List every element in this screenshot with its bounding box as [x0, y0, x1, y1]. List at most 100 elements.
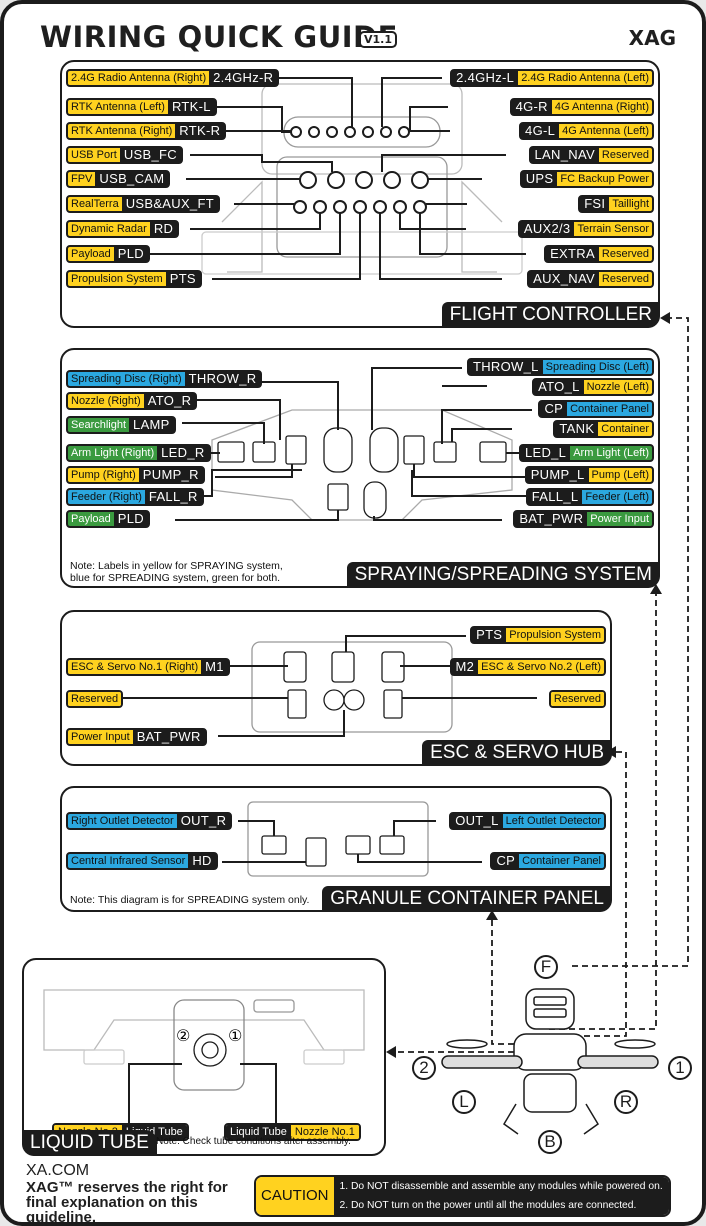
liquid-tube-note: Note: Check tube conditions after assemb… [156, 1136, 351, 1147]
fc-right-tag-desc: Reserved [598, 272, 652, 286]
sp-left-tag-desc: Payload [68, 512, 114, 526]
fc-left-tag-desc: RTK Antenna (Left) [68, 100, 168, 114]
sp-right-tag-desc: Power Input [587, 512, 652, 526]
sp-left-tag-code: ATO_R [143, 394, 196, 408]
fc-right-tag-code: 4G-R [511, 100, 552, 114]
sp-right-tag-code: FALL_L [527, 490, 583, 504]
sp-left-tag-desc: Searchlight [68, 418, 130, 432]
liquid-tube-illustration [43, 989, 365, 1131]
spraying-title: SPRAYING/SPREADING SYSTEM [346, 562, 660, 588]
fc-left-tag-code: RTK-L [167, 100, 215, 114]
spraying-note-line-2: blue for SPREADING system, green for bot… [70, 572, 281, 584]
fc-left-tag-code: RD [149, 222, 178, 236]
sp-right-tag-desc: Spreading Disc (Left) [542, 360, 652, 374]
footer-disclaimer: XAG™ reserves the right for final explan… [26, 1179, 228, 1226]
liquid-tube-panel: ② ① Nozzle No.2 Liquid Tube Liquid Tube … [22, 958, 386, 1156]
sp-right-tag-desc: Container Panel [567, 402, 652, 416]
sp-right-tag-desc: Feeder (Left) [582, 490, 652, 504]
drone-marker-1: 1 [668, 1056, 692, 1080]
fc-right-tag-desc: Taillight [609, 197, 652, 211]
spraying-note-line-1: Note: Labels in yellow for SPRAYING syst… [70, 560, 283, 572]
caution-label: CAUTION [256, 1177, 334, 1215]
footer-url: XA.COM [26, 1162, 90, 1179]
sp-left-tag-throw-r: Spreading Disc (Right)THROW_R [66, 370, 263, 388]
esc-right-tag-reserved: Reserved [548, 690, 606, 708]
fc-right-tag-desc: 4G Antenna (Right) [551, 100, 652, 114]
granule-right-tag-desc: Left Outlet Detector [502, 814, 604, 828]
fc-right-tag-desc: 4G Antenna (Left) [559, 124, 652, 138]
drone-marker-2: 2 [412, 1056, 436, 1080]
fc-left-tag-desc: USB Port [68, 148, 120, 162]
fc-right-tag-desc: 2.4G Radio Antenna (Left) [518, 71, 652, 85]
fc-port-group [290, 126, 429, 214]
esc-left-tag-reserved: Reserved [66, 690, 124, 708]
drone-marker-b: B [538, 1130, 562, 1154]
guide-title: WIRING QUICK GUIDE [40, 20, 398, 54]
flight-controller-panel: 2.4G Radio Antenna (Right)2.4GHz-R RTK An… [60, 60, 660, 328]
granule-left-tag-desc: Right Outlet Detector [68, 814, 177, 828]
granule-left-tag-code: OUT_R [176, 814, 231, 828]
sp-right-tag-desc: Pump (Left) [588, 468, 652, 482]
sp-left-tag-desc: Spreading Disc (Right) [68, 372, 185, 386]
sp-left-tag-code: LED_R [157, 446, 209, 460]
flight-controller-title: FLIGHT CONTROLLER [441, 302, 660, 328]
sp-left-tag-code: PLD [113, 512, 148, 526]
sp-left-tag-desc: Nozzle (Right) [68, 394, 144, 408]
fc-wire-group [142, 77, 526, 280]
granule-right-tag-code: OUT_L [451, 814, 503, 828]
sp-left-tag-desc: Pump (Right) [68, 468, 139, 482]
sp-left-tag-fall-r: Feeder (Right)FALL_R [66, 488, 204, 506]
fc-right-tag-code: LAN_NAV [530, 148, 599, 162]
fc-left-tag-2-4ghz-r: 2.4G Radio Antenna (Right)2.4GHz-R [66, 69, 280, 87]
esc-left-tag-m1: ESC & Servo No.1 (Right)M1 [66, 658, 230, 676]
fc-right-tag-code: FSI [580, 197, 610, 211]
sp-right-tag-code: CP [540, 402, 568, 416]
esc-left-tag-code: BAT_PWR [132, 730, 205, 744]
sp-left-tag-code: FALL_R [144, 490, 202, 504]
fc-left-tag-code: 2.4GHz-R [209, 71, 278, 85]
fc-left-tag-code: USB_FC [119, 148, 181, 162]
fc-left-tag-rtk-l: RTK Antenna (Left)RTK-L [66, 98, 217, 116]
fc-right-tag-desc: FC Backup Power [557, 172, 652, 186]
fc-left-tag-desc: RealTerra [68, 197, 122, 211]
fc-right-tag-code: 4G-L [521, 124, 560, 138]
sp-left-tag-code: LAMP [129, 418, 174, 432]
fc-left-tag-code: PLD [113, 247, 148, 261]
fc-left-tag-code: USB_CAM [95, 172, 169, 186]
sp-left-tag-pump-r: Pump (Right)PUMP_R [66, 466, 205, 484]
fc-right-tag-code: UPS [521, 172, 558, 186]
fc-left-tag-desc: 2.4G Radio Antenna (Right) [68, 71, 210, 85]
sp-right-tag-desc: Container [598, 422, 652, 436]
esc-right-tag-desc: ESC & Servo No.2 (Left) [478, 660, 604, 674]
fc-left-tag-code: PTS [165, 272, 200, 286]
caution-box: CAUTION 1. Do NOT disassemble and assemb… [254, 1175, 671, 1217]
caution-line-2: 2. Do NOT turn on the power until all th… [339, 1200, 637, 1211]
fc-right-tag-code: EXTRA [546, 247, 599, 261]
granule-left-tag-desc: Central Infrared Sensor [68, 854, 189, 868]
sp-right-tag-code: THROW_L [469, 360, 543, 374]
caution-text: 1. Do NOT disassemble and assemble any m… [333, 1177, 669, 1215]
sp-left-tag-ato-r: Nozzle (Right)ATO_R [66, 392, 198, 410]
version-badge: V1.1 [359, 31, 397, 48]
sp-left-tag-led-r: Arm Light (Right)LED_R [66, 444, 211, 462]
sp-left-tag-desc: Arm Light (Right) [68, 446, 158, 460]
fc-right-tag-code: 2.4GHz-L [452, 71, 519, 85]
fc-right-tag-desc: Reserved [598, 148, 652, 162]
esc-right-tag-desc: Reserved [550, 692, 604, 706]
sp-left-tag-code: PUMP_R [138, 468, 203, 482]
